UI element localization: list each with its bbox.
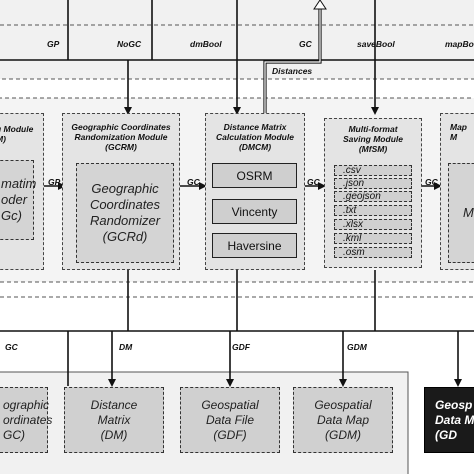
format-osm: .osm xyxy=(334,247,412,258)
label-gdf-bottom: GDF xyxy=(232,342,250,352)
gcrd-line2: Coordinates xyxy=(89,197,161,212)
format-csv: .csv xyxy=(334,165,412,176)
output-gdf-line2: Data File xyxy=(205,412,255,427)
gcrm-title-line3: (GCRM) xyxy=(105,142,137,152)
label-gc-mid2: GC xyxy=(307,177,320,187)
output-distance-matrix: Distance Matrix (DM) xyxy=(64,387,164,453)
output-geospatial-data-file: Geospatial Data File (GDF) xyxy=(180,387,280,453)
output-black-line2: Data M xyxy=(435,412,474,427)
map-title-line1: Map xyxy=(450,122,467,132)
gcrm-title-line1: Geographic Coordinates xyxy=(71,122,171,132)
format-geojson: .geojson xyxy=(334,191,412,202)
output-dm-line2: Matrix xyxy=(97,412,131,427)
mfsm-title-line3: (MfSM) xyxy=(358,144,388,154)
output-gdf-line1: Geospatial xyxy=(201,397,259,412)
label-gdm-bottom: GDM xyxy=(347,342,367,352)
label-nogc: NoGC xyxy=(117,39,142,49)
label-savebool: saveBool xyxy=(357,39,395,49)
dmcm-title-line2: Calculation Module xyxy=(216,132,294,142)
map-submodule: M xyxy=(448,163,474,263)
method-osrm: OSRM xyxy=(212,163,297,188)
output-black-line1: Geosp xyxy=(435,397,473,412)
output-geospatial-data-map: Geospatial Data Map (GDM) xyxy=(293,387,393,453)
dmcm-title-line1: Distance Matrix xyxy=(223,122,287,132)
label-distances: Distances xyxy=(272,66,313,76)
output-black-line3: (GD xyxy=(435,427,457,442)
output-coords-line2: ordinates xyxy=(3,412,53,427)
format-txt: .txt xyxy=(334,205,412,216)
output-gdf-line3: (GDF) xyxy=(213,427,247,442)
format-kml: .kml xyxy=(334,233,412,244)
output-coordinates: ographic ordinates GC) xyxy=(0,387,52,453)
geocoding-title-line1: g Module xyxy=(0,124,34,134)
method-haversine: Haversine xyxy=(212,233,297,258)
output-gdm-line1: Geospatial xyxy=(314,397,372,412)
label-gc-bottom: GC xyxy=(5,342,18,352)
mfsm-title-line1: Multi-format xyxy=(348,124,398,134)
output-dm-line1: Distance xyxy=(90,397,138,412)
geocoder-line3: Gc) xyxy=(1,208,22,223)
map-title-line2: M xyxy=(450,132,458,142)
dmcm-title-line3: (DMCM) xyxy=(238,142,272,152)
gcrd-line3: Randomizer xyxy=(89,213,161,228)
output-coords-line3: GC) xyxy=(3,427,25,442)
dmcm-title: Distance Matrix Calculation Module (DMCM… xyxy=(205,122,305,152)
label-gp-mid: GP xyxy=(48,177,61,187)
mfsm-title: Multi-format Saving Module (MfSM) xyxy=(324,124,422,154)
output-dm-line3: (DM) xyxy=(100,427,128,442)
label-mapbool: mapBoo xyxy=(445,39,474,49)
geocoding-title-line2: M) xyxy=(0,134,6,144)
format-xlsx: .xlsx xyxy=(334,219,412,230)
geocoder-submodule: matim oder Gc) xyxy=(0,160,37,240)
geocoder-line2: oder xyxy=(1,192,28,207)
output-gdm-line2: Data Map xyxy=(316,412,370,427)
label-gc-mid1: GC xyxy=(187,177,200,187)
format-json: .json xyxy=(334,178,412,189)
label-dm-bottom: DM xyxy=(119,342,133,352)
label-gp-top: GP xyxy=(47,39,60,49)
gcrd-line4: (GCRd) xyxy=(102,229,148,244)
mfsm-title-line2: Saving Module xyxy=(343,134,403,144)
label-dmbool: dmBool xyxy=(190,39,222,49)
gcrd-line1: Geographic xyxy=(91,181,159,196)
label-gc-top: GC xyxy=(299,39,312,49)
format-list: .csv .json .geojson .txt .xlsx .kml .osm xyxy=(330,163,416,265)
output-highlighted-geospatial: Geosp Data M (GD xyxy=(424,387,474,453)
geocoding-module-title: g Module M) xyxy=(0,124,44,144)
gcrm-title-line2: Randomization Module xyxy=(74,132,168,142)
label-gc-mid3: GC xyxy=(425,177,438,187)
output-coords-line1: ographic xyxy=(3,397,50,412)
gcrd-submodule: Geographic Coordinates Randomizer (GCRd) xyxy=(76,163,174,263)
method-vincenty: Vincenty xyxy=(212,199,297,224)
map-module-title: Map M xyxy=(450,122,474,142)
gcrm-title: Geographic Coordinates Randomization Mod… xyxy=(62,122,180,152)
geocoder-line1: matim xyxy=(1,176,37,191)
map-inner-line1: M xyxy=(463,205,474,220)
output-gdm-line3: (GDM) xyxy=(325,427,361,442)
